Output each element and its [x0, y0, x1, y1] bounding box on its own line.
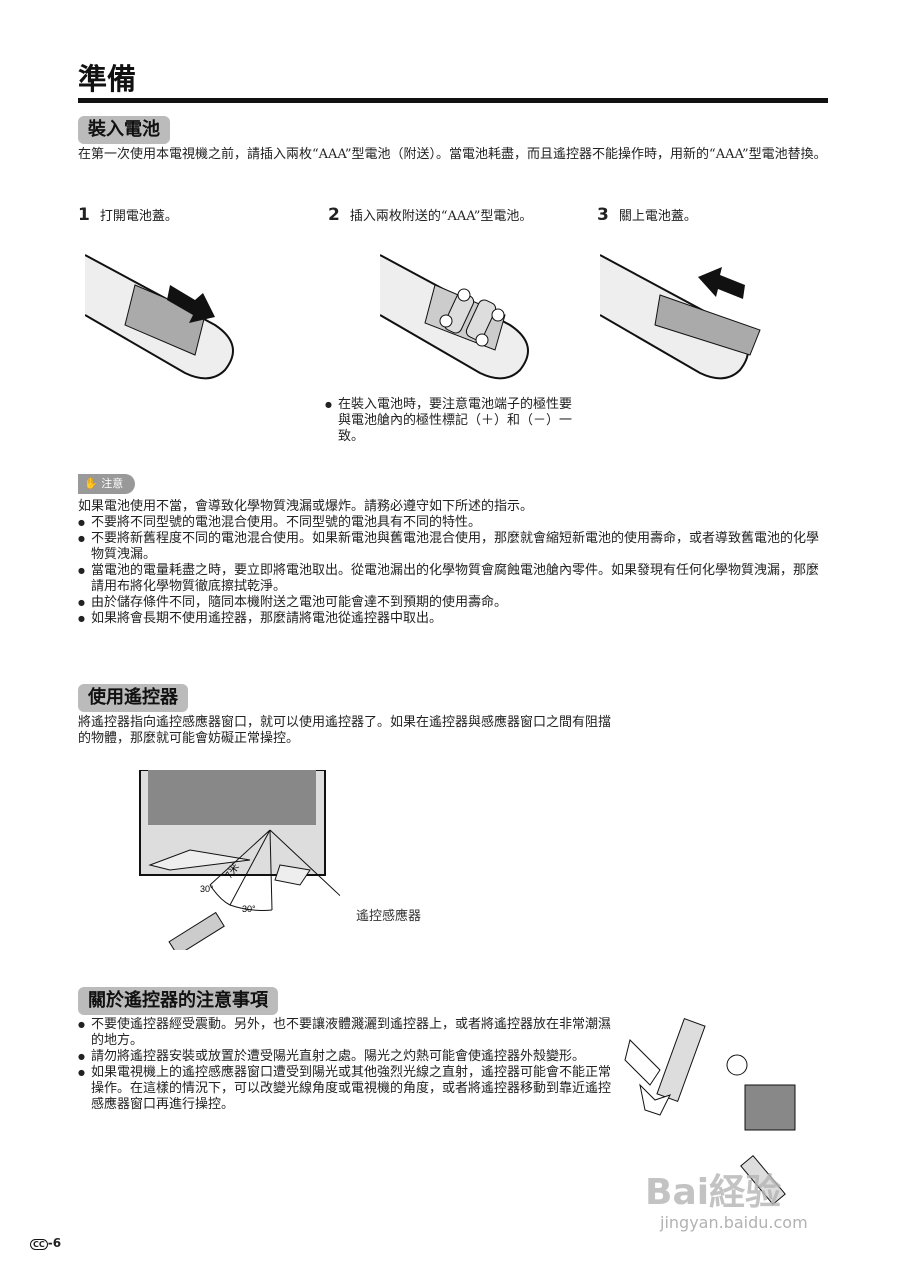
title-rule [78, 98, 828, 103]
note-item: 在裝入電池時，要注意電池端子的極性要與電池艙內的極性標記（＋）和（－）一致。 [325, 397, 580, 445]
caution-item: 不要將新舊程度不同的電池混合使用。如果新電池與舊電池混合使用，那麼就會縮短新電池… [78, 531, 830, 563]
step-number: 3 [597, 205, 609, 225]
step-number: 2 [328, 205, 340, 225]
polarity-note: 在裝入電池時，要注意電池端子的極性要與電池艙內的極性標記（＋）和（－）一致。 [325, 397, 580, 445]
caution-list: 不要將不同型號的電池混合使用。不同型號的電池具有不同的特性。 不要將新舊程度不同… [78, 515, 830, 627]
precaution-item: 如果電視機上的遙控感應器窗口遭受到陽光或其他強烈光線之直射，遙控器可能會不能正常… [78, 1065, 613, 1113]
precaution-item: 請勿將遙控器安裝或放置於遭受陽光直射之處。陽光之灼熱可能會使遙控器外殼變形。 [78, 1049, 613, 1065]
caution-item: 如果將會長期不使用遙控器，那麼請將電池從遙控器中取出。 [78, 611, 830, 627]
step-text: 插入兩枚附送的“AAA”型電池。 [349, 209, 533, 224]
step-text: 打開電池蓋。 [99, 209, 178, 224]
step-2: 2 插入兩枚附送的“AAA”型電池。 [328, 205, 532, 225]
remote-intro: 將遙控器指向遙控感應器窗口，就可以使用遙控器了。如果在遙控器與感應器窗口之間有阻… [78, 715, 612, 746]
page-title: 準備 [78, 62, 137, 96]
caution-item: 當電池的電量耗盡之時，要立即將電池取出。從電池漏出的化學物質會腐蝕電池艙內零件。… [78, 563, 830, 595]
angle-right-label: 30° [242, 904, 256, 914]
open-cover-illustration [85, 254, 234, 380]
step-number: 1 [78, 205, 90, 225]
close-cover-illustration [600, 254, 761, 380]
page-number: -6 [47, 1236, 62, 1250]
step-text: 關上電池蓋。 [618, 209, 697, 224]
section-heading-precautions: 關於遙控器的注意事項 [78, 987, 278, 1015]
sensor-label: 遙控感應器 [356, 909, 422, 924]
step-3: 3 關上電池蓋。 [597, 205, 697, 225]
language-badge: CC [30, 1239, 48, 1250]
hand-warning-icon: ✋ [84, 477, 102, 490]
caution-badge: ✋ 注意 [78, 474, 136, 494]
section-heading-battery: 裝入電池 [78, 116, 170, 144]
precautions-illustration [624, 1018, 796, 1205]
caution-intro: 如果電池使用不當，會導致化學物質洩漏或爆炸。請務必遵守如下所述的指示。 [78, 499, 534, 514]
step-1: 1 打開電池蓋。 [78, 205, 178, 225]
precaution-item: 不要使遙控器經受震動。另外，也不要讓液體濺灑到遙控器上，或者將遙控器放在非常潮濕… [78, 1017, 613, 1049]
caution-label: 注意 [101, 477, 124, 490]
watermark-logo: Bai経验 [645, 1172, 782, 1213]
battery-intro: 在第一次使用本電視機之前，請插入兩枚“AAA”型電池（附送）。當電池耗盡，而且遙… [78, 147, 827, 162]
watermark-url: jingyan.baidu.com [660, 1213, 808, 1232]
page-footer: CC-6 [30, 1236, 61, 1250]
insert-batteries-illustration [380, 254, 529, 380]
caution-item: 不要將不同型號的電池混合使用。不同型號的電池具有不同的特性。 [78, 515, 830, 531]
angle-left-label: 30° [200, 884, 214, 894]
caution-item: 由於儲存條件不同，隨同本機附送之電池可能會達不到預期的使用壽命。 [78, 595, 830, 611]
remote-usage-illustration: 30° 30° 7米 [139, 770, 340, 950]
section-heading-remote: 使用遙控器 [78, 684, 188, 712]
precautions-list: 不要使遙控器經受震動。另外，也不要讓液體濺灑到遙控器上，或者將遙控器放在非常潮濕… [78, 1017, 613, 1113]
